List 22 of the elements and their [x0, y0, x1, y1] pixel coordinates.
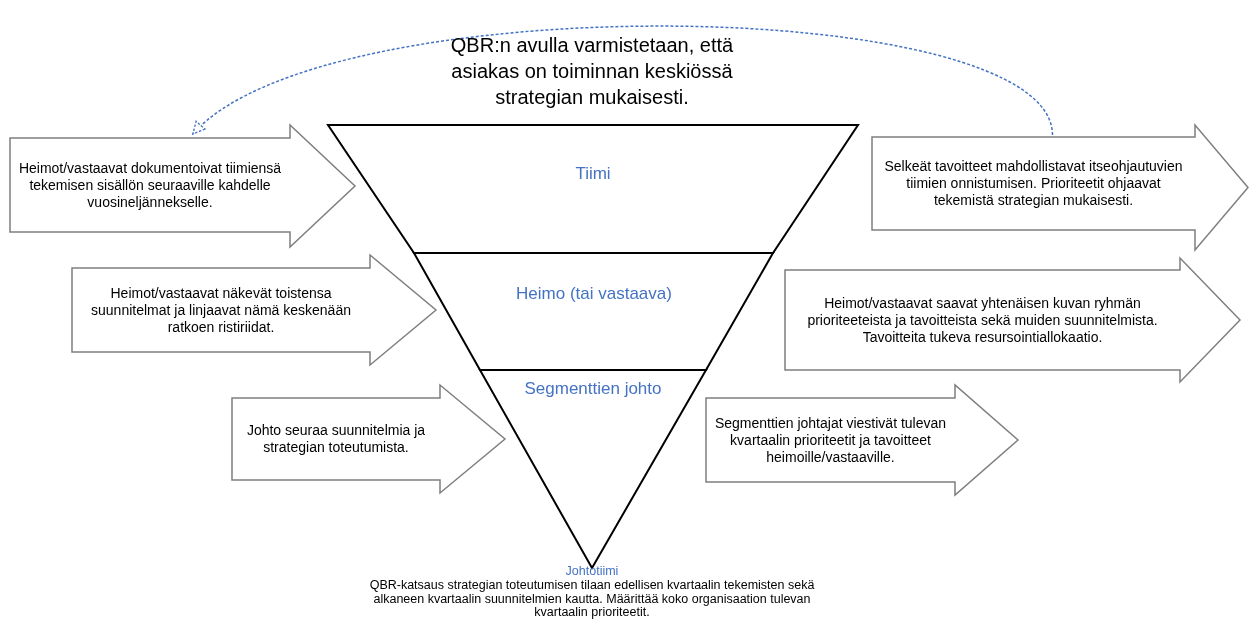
band-title: Heimo (tai vastaava)	[515, 283, 673, 304]
label-text: Johtotiimi	[564, 564, 620, 578]
heading-text: QBR:n avulla varmistetaan, että asiakas on toiminnan keskiössä strategian mukaisesti.	[449, 33, 735, 110]
pyramid-band	[480, 370, 706, 568]
pyramid-band	[328, 125, 858, 253]
dashed-arrow	[192, 25, 1054, 136]
signpost-box	[706, 385, 1018, 495]
arrow-text: Heimot/vastaavat näkevät toistensa suunnitelmat ja linjaavat nämä keskenään ratkoen ristiriidat.	[90, 284, 352, 336]
signpost-box	[72, 255, 436, 365]
signpost-box	[872, 125, 1248, 250]
band-title: Tiimi	[574, 163, 612, 184]
arrow-text: Selkeät tavoitteet mahdollistavat itseohjautuvien tiimien onnistumisen. Prioriteetit ohjaavat tekemistä strategian mukaisesti.	[883, 158, 1184, 209]
signpost-box	[10, 125, 355, 247]
signpost-box	[232, 385, 505, 493]
pyramid-band	[414, 253, 773, 370]
description-text: QBR-katsaus strategian toteutumisen tilaan edellisen kvartaalin tekemisten sekä alkaneen kvartaalin suunnitelmien kautta. Määrittää koko organisaation tulevan kvartaalin prioriteetit.	[368, 579, 816, 620]
arrow-text: Heimot/vastaavat saavat yhtenäisen kuvan ryhmän prioriteeteista ja tavoitteista sekä muiden suunnitelmista. Tavoitteita tukeva resursointiallokaatio.	[806, 294, 1159, 346]
arrow-text: Heimot/vastaavat dokumentoivat tiimiensä tekemisen sisällön seuraaville kahdelle vuosineljännekselle.	[18, 159, 282, 211]
band-title: Segmenttien johto	[523, 378, 663, 399]
arrow-text: Johto seuraa suunnitelmia ja strategian toteutumista.	[245, 422, 427, 456]
signpost-box	[785, 258, 1240, 382]
arrow-text: Segmenttien johtajat viestivät tulevan kvartaalin prioriteetit ja tavoitteet heimoille/vastaaville.	[714, 414, 947, 466]
